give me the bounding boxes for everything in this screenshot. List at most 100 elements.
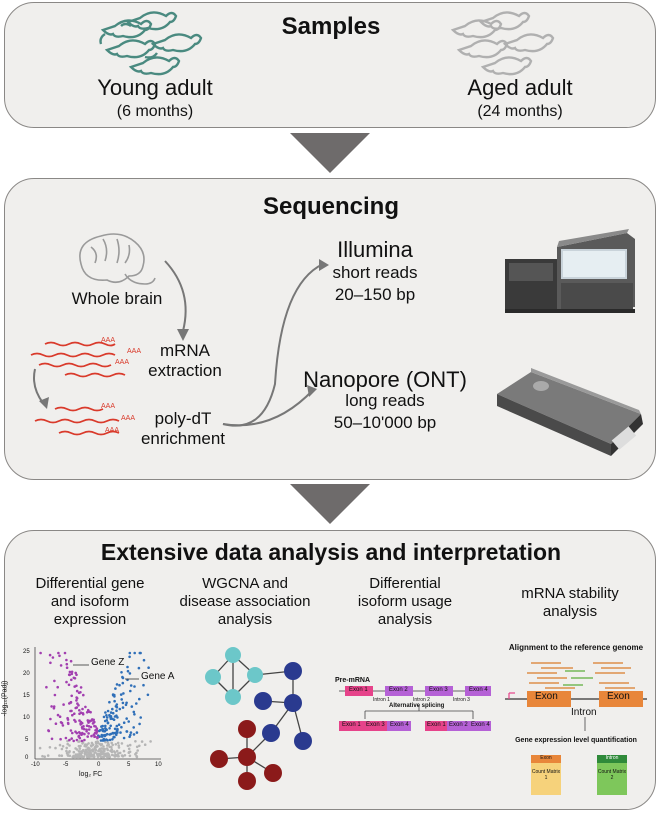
volcano-point [78, 747, 82, 750]
volcano-point [116, 754, 120, 758]
col3-line2: isoform usage [357, 593, 453, 610]
volcano-point [95, 727, 99, 730]
volcano-point [53, 693, 57, 697]
volcano-point [128, 735, 131, 739]
volcano-point [125, 717, 128, 720]
volcano-point [111, 732, 115, 735]
young-adult-age: (6 months) [116, 103, 194, 120]
volcano-point [86, 755, 89, 759]
polya-tail-1: AAA [101, 337, 116, 344]
analysis-title: Extensive data analysis and interpretati… [100, 539, 562, 565]
ytick-25: 25 [23, 649, 30, 655]
isoform-a-exon1: Exon 1 [342, 722, 361, 728]
isoform-exon3: Exon 3 [429, 687, 448, 693]
volcano-point [70, 678, 73, 682]
volcano-point [121, 755, 125, 758]
volcano-point [119, 693, 123, 696]
volcano-plot: Gene Z Gene A -log₁₀(Padj) log₂ FC 25 20… [1, 643, 174, 778]
volcano-point [117, 752, 120, 755]
volcano-point [121, 706, 125, 709]
volcano-point [56, 713, 60, 717]
volcano-point [83, 738, 86, 742]
volcano-point [73, 677, 77, 680]
stability-intron: Intron [571, 707, 597, 718]
col4-line1: mRNA stability [521, 585, 619, 602]
volcano-point [120, 725, 123, 729]
volcano-point [122, 692, 125, 695]
volcano-point [67, 751, 71, 754]
volcano-point [91, 750, 95, 753]
volcano-point [116, 741, 120, 745]
volcano-point [117, 746, 121, 749]
sequencing-title: Sequencing [262, 193, 400, 220]
volcano-point [114, 743, 118, 746]
volcano-point [84, 745, 88, 748]
volcano-point [112, 718, 116, 721]
volcano-point [134, 740, 137, 743]
count-intron-header: Intron [605, 755, 619, 761]
volcano-point [89, 744, 93, 747]
volcano-point [115, 724, 119, 728]
volcano-point [65, 751, 69, 754]
mrna-extraction-line1: mRNA [159, 341, 211, 360]
volcano-point [109, 716, 113, 720]
volcano-point [75, 689, 79, 693]
volcano-point [85, 724, 89, 727]
illumina-length: 20–150 bp [334, 285, 416, 304]
volcano-point [142, 683, 145, 687]
mrna-extraction-line2: extraction [148, 361, 222, 380]
volcano-point [58, 654, 61, 658]
volcano-point [116, 727, 119, 731]
volcano-point [125, 730, 128, 733]
volcano-point [85, 711, 89, 714]
volcano-point [104, 724, 107, 728]
isoform-exon2: Exon 2 [389, 687, 408, 693]
volcano-point [135, 754, 138, 758]
volcano-point [118, 683, 121, 687]
volcano-point [127, 747, 131, 751]
volcano-point [135, 731, 139, 734]
nanopore-name: Nanopore (ONT) [303, 367, 467, 392]
volcano-point [59, 737, 62, 741]
volcano-point [58, 743, 62, 747]
volcano-point [110, 753, 114, 757]
volcano-point [120, 698, 123, 701]
volcano-point [146, 693, 150, 697]
aged-mice-icon [445, 8, 575, 78]
volcano-point [93, 724, 96, 728]
volcano-point [54, 746, 57, 750]
illumina-name: Illumina [337, 237, 413, 262]
volcano-point [115, 683, 119, 686]
young-adult-label: Young adult [97, 75, 213, 100]
volcano-point [105, 732, 109, 736]
volcano-point [68, 673, 71, 677]
volcano-point [128, 750, 132, 754]
volcano-point [84, 748, 88, 752]
volcano-point [138, 697, 141, 701]
volcano-point [75, 696, 78, 699]
volcano-point [89, 710, 92, 714]
xtick-5: 5 [127, 762, 131, 768]
volcano-point [62, 703, 65, 706]
volcano-point [65, 662, 69, 666]
volcano-point [52, 707, 56, 710]
volcano-point [122, 721, 126, 724]
volcano-point [121, 681, 125, 685]
volcano-point [130, 705, 134, 708]
volcano-point [69, 729, 73, 732]
volcano-point [112, 735, 115, 739]
whole-brain-label: Whole brain [71, 289, 163, 308]
volcano-point [126, 744, 130, 748]
volcano-point [77, 740, 80, 743]
nanopore-length: 50–10'000 bp [333, 413, 437, 432]
volcano-point [142, 658, 146, 662]
volcano-point [87, 728, 91, 731]
volcano-point [45, 685, 48, 689]
volcano-point [51, 656, 55, 659]
volcano-point [68, 738, 71, 742]
volcano-point [121, 676, 125, 680]
col2-line1: WGCNA and [202, 575, 288, 592]
volcano-point [113, 699, 116, 703]
volcano-point [79, 691, 82, 694]
polya-tail-3: AAA [115, 359, 130, 366]
